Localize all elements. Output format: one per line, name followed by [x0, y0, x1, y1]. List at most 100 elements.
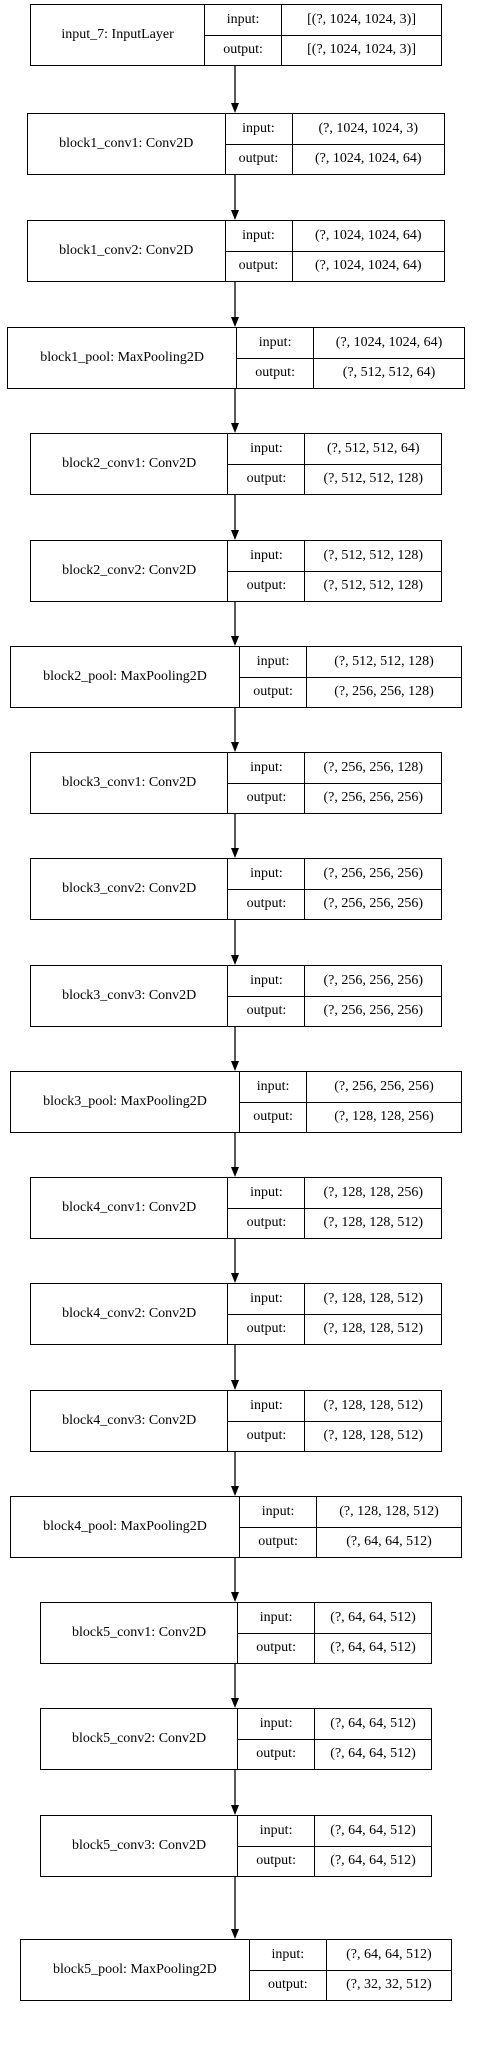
edge-arrowhead — [231, 1698, 239, 1708]
layer-output-row: output:(?, 256, 256, 128) — [240, 676, 461, 707]
layer-name: block5_conv3: Conv2D — [41, 1816, 239, 1876]
input-port-label: input: — [228, 434, 306, 464]
input-port-label: input: — [226, 114, 293, 144]
input-port-label: input: — [238, 1709, 316, 1739]
edge-arrowhead — [231, 530, 239, 540]
output-port-label: output: — [228, 889, 306, 919]
input-port-label: input: — [240, 1072, 308, 1102]
input-port-label: input: — [226, 221, 293, 251]
layer-name: block3_conv2: Conv2D — [31, 859, 229, 919]
input-port-label: input: — [205, 5, 283, 35]
output-shape: (?, 128, 128, 512) — [323, 1428, 423, 1444]
input-port-label: input: — [238, 1816, 316, 1846]
output-port-label: output: — [228, 783, 306, 813]
input-shape: (?, 1024, 1024, 64) — [335, 334, 443, 350]
input-port-label: input: — [228, 1391, 306, 1421]
edge-arrowhead — [231, 1273, 239, 1283]
input-port-label: input: — [228, 966, 306, 996]
layer-output-row: output:(?, 64, 64, 512) — [240, 1526, 461, 1557]
output-shape: (?, 64, 64, 512) — [346, 1534, 432, 1550]
input-port-label: input: — [250, 1940, 327, 1970]
output-port-label: output: — [250, 1970, 327, 2000]
layer-output-row: output:(?, 1024, 1024, 64) — [225, 143, 444, 174]
layer-input-row: input:(?, 128, 128, 256) — [228, 1178, 441, 1208]
layer-output-row: output:(?, 256, 256, 256) — [228, 888, 441, 919]
layer-output-row: output: (?, 64, 64, 512) — [238, 1845, 431, 1876]
layer-name: block4_pool: MaxPooling2D — [11, 1497, 241, 1557]
edge-arrowhead — [231, 1167, 239, 1177]
input-shape: (?, 128, 128, 512) — [323, 1290, 423, 1306]
output-shape: (?, 64, 64, 512) — [330, 1853, 416, 1869]
input-port-label: input: — [240, 647, 308, 677]
input-shape: (?, 512, 512, 128) — [334, 653, 434, 669]
layer-name: input_7: InputLayer — [31, 5, 206, 65]
layer-output-row: output:(?, 256, 256, 256) — [228, 995, 441, 1026]
input-shape: (?, 256, 256, 256) — [334, 1078, 434, 1094]
output-shape: (?, 128, 128, 256) — [334, 1109, 434, 1125]
edge-arrowhead — [231, 317, 239, 327]
edge-arrowhead — [231, 210, 239, 220]
edge-arrowhead — [231, 848, 239, 858]
layer-input-row: input:(?, 512, 512, 64) — [228, 434, 441, 464]
layer-name: block3_pool: MaxPooling2D — [11, 1072, 241, 1132]
output-shape: (?, 1024, 1024, 64) — [314, 258, 422, 274]
output-port-label: output: — [228, 571, 306, 601]
layer-input-row: input:(?, 64, 64, 512) — [238, 1816, 431, 1846]
layer-input-row: input: (?, 64, 64, 512) — [250, 1940, 451, 1970]
edge-arrowhead — [231, 1486, 239, 1496]
edge-arrowhead — [231, 1592, 239, 1602]
output-port-label: output: — [238, 1739, 316, 1769]
layer-output-row: output:[(?, 1024, 1024, 3)] — [205, 34, 441, 65]
layer-name: block1_conv1: Conv2D — [28, 114, 226, 174]
output-port-label: output: — [228, 1208, 306, 1238]
input-shape: (?, 256, 256, 256) — [323, 972, 423, 988]
layer-input-row: input: (?, 64, 64, 512) — [238, 1709, 431, 1739]
layer-input-row: input: (?, 1024, 1024, 3) — [226, 114, 445, 144]
output-shape: (?, 256, 256, 256) — [323, 790, 423, 806]
layer-name: block5_pool: MaxPooling2D — [21, 1940, 250, 2000]
output-port-label: output: — [240, 677, 308, 707]
input-shape: (?, 1024, 1024, 3) — [318, 120, 419, 136]
layer-input-row: input:(?, 64, 64, 512) — [238, 1603, 431, 1633]
layer-output-row: output:(?, 32, 32, 512) — [249, 1969, 451, 2000]
layer-output-row: output:(?, 512, 512, 128) — [228, 463, 441, 494]
input-shape: (?, 128, 128, 512) — [339, 1503, 439, 1519]
layer-output-row: output:(?, 64, 64, 512) — [238, 1632, 431, 1663]
output-shape: (?, 64, 64, 512) — [330, 1746, 416, 1762]
input-shape: (?, 128, 128, 256) — [323, 1184, 423, 1200]
input-shape: (?, 64, 64, 512) — [346, 1946, 432, 1962]
layer-name: block4_conv3: Conv2D — [31, 1391, 229, 1451]
layer-input-row: input:(?, 128, 128, 512) — [228, 1391, 441, 1421]
input-shape: (?, 512, 512, 128) — [323, 547, 423, 563]
input-shape: (?, 256, 256, 256) — [323, 865, 423, 881]
layer-output-row: output:(?, 512, 512, 128) — [228, 570, 441, 601]
layer-input-row: input:[(?, 1024, 1024, 3)] — [205, 5, 441, 35]
layer-output-row: output: (?, 256, 256, 256) — [228, 782, 441, 813]
input-shape: (?, 64, 64, 512) — [330, 1715, 416, 1731]
input-shape: (?, 64, 64, 512) — [330, 1609, 416, 1625]
edge-arrowhead — [231, 1380, 239, 1390]
layer-output-row: output:(?, 128, 128, 256) — [240, 1101, 461, 1132]
input-port-label: input: — [228, 753, 306, 783]
edge-arrowhead — [231, 103, 239, 113]
layer-output-row: output:(?, 512, 512, 64) — [237, 357, 464, 388]
output-port-label: output: — [238, 1846, 316, 1876]
input-port-label: input: — [240, 1497, 318, 1527]
output-port-label: output: — [226, 251, 293, 281]
layer-input-row: input:(?, 1024, 1024, 64) — [237, 328, 464, 358]
